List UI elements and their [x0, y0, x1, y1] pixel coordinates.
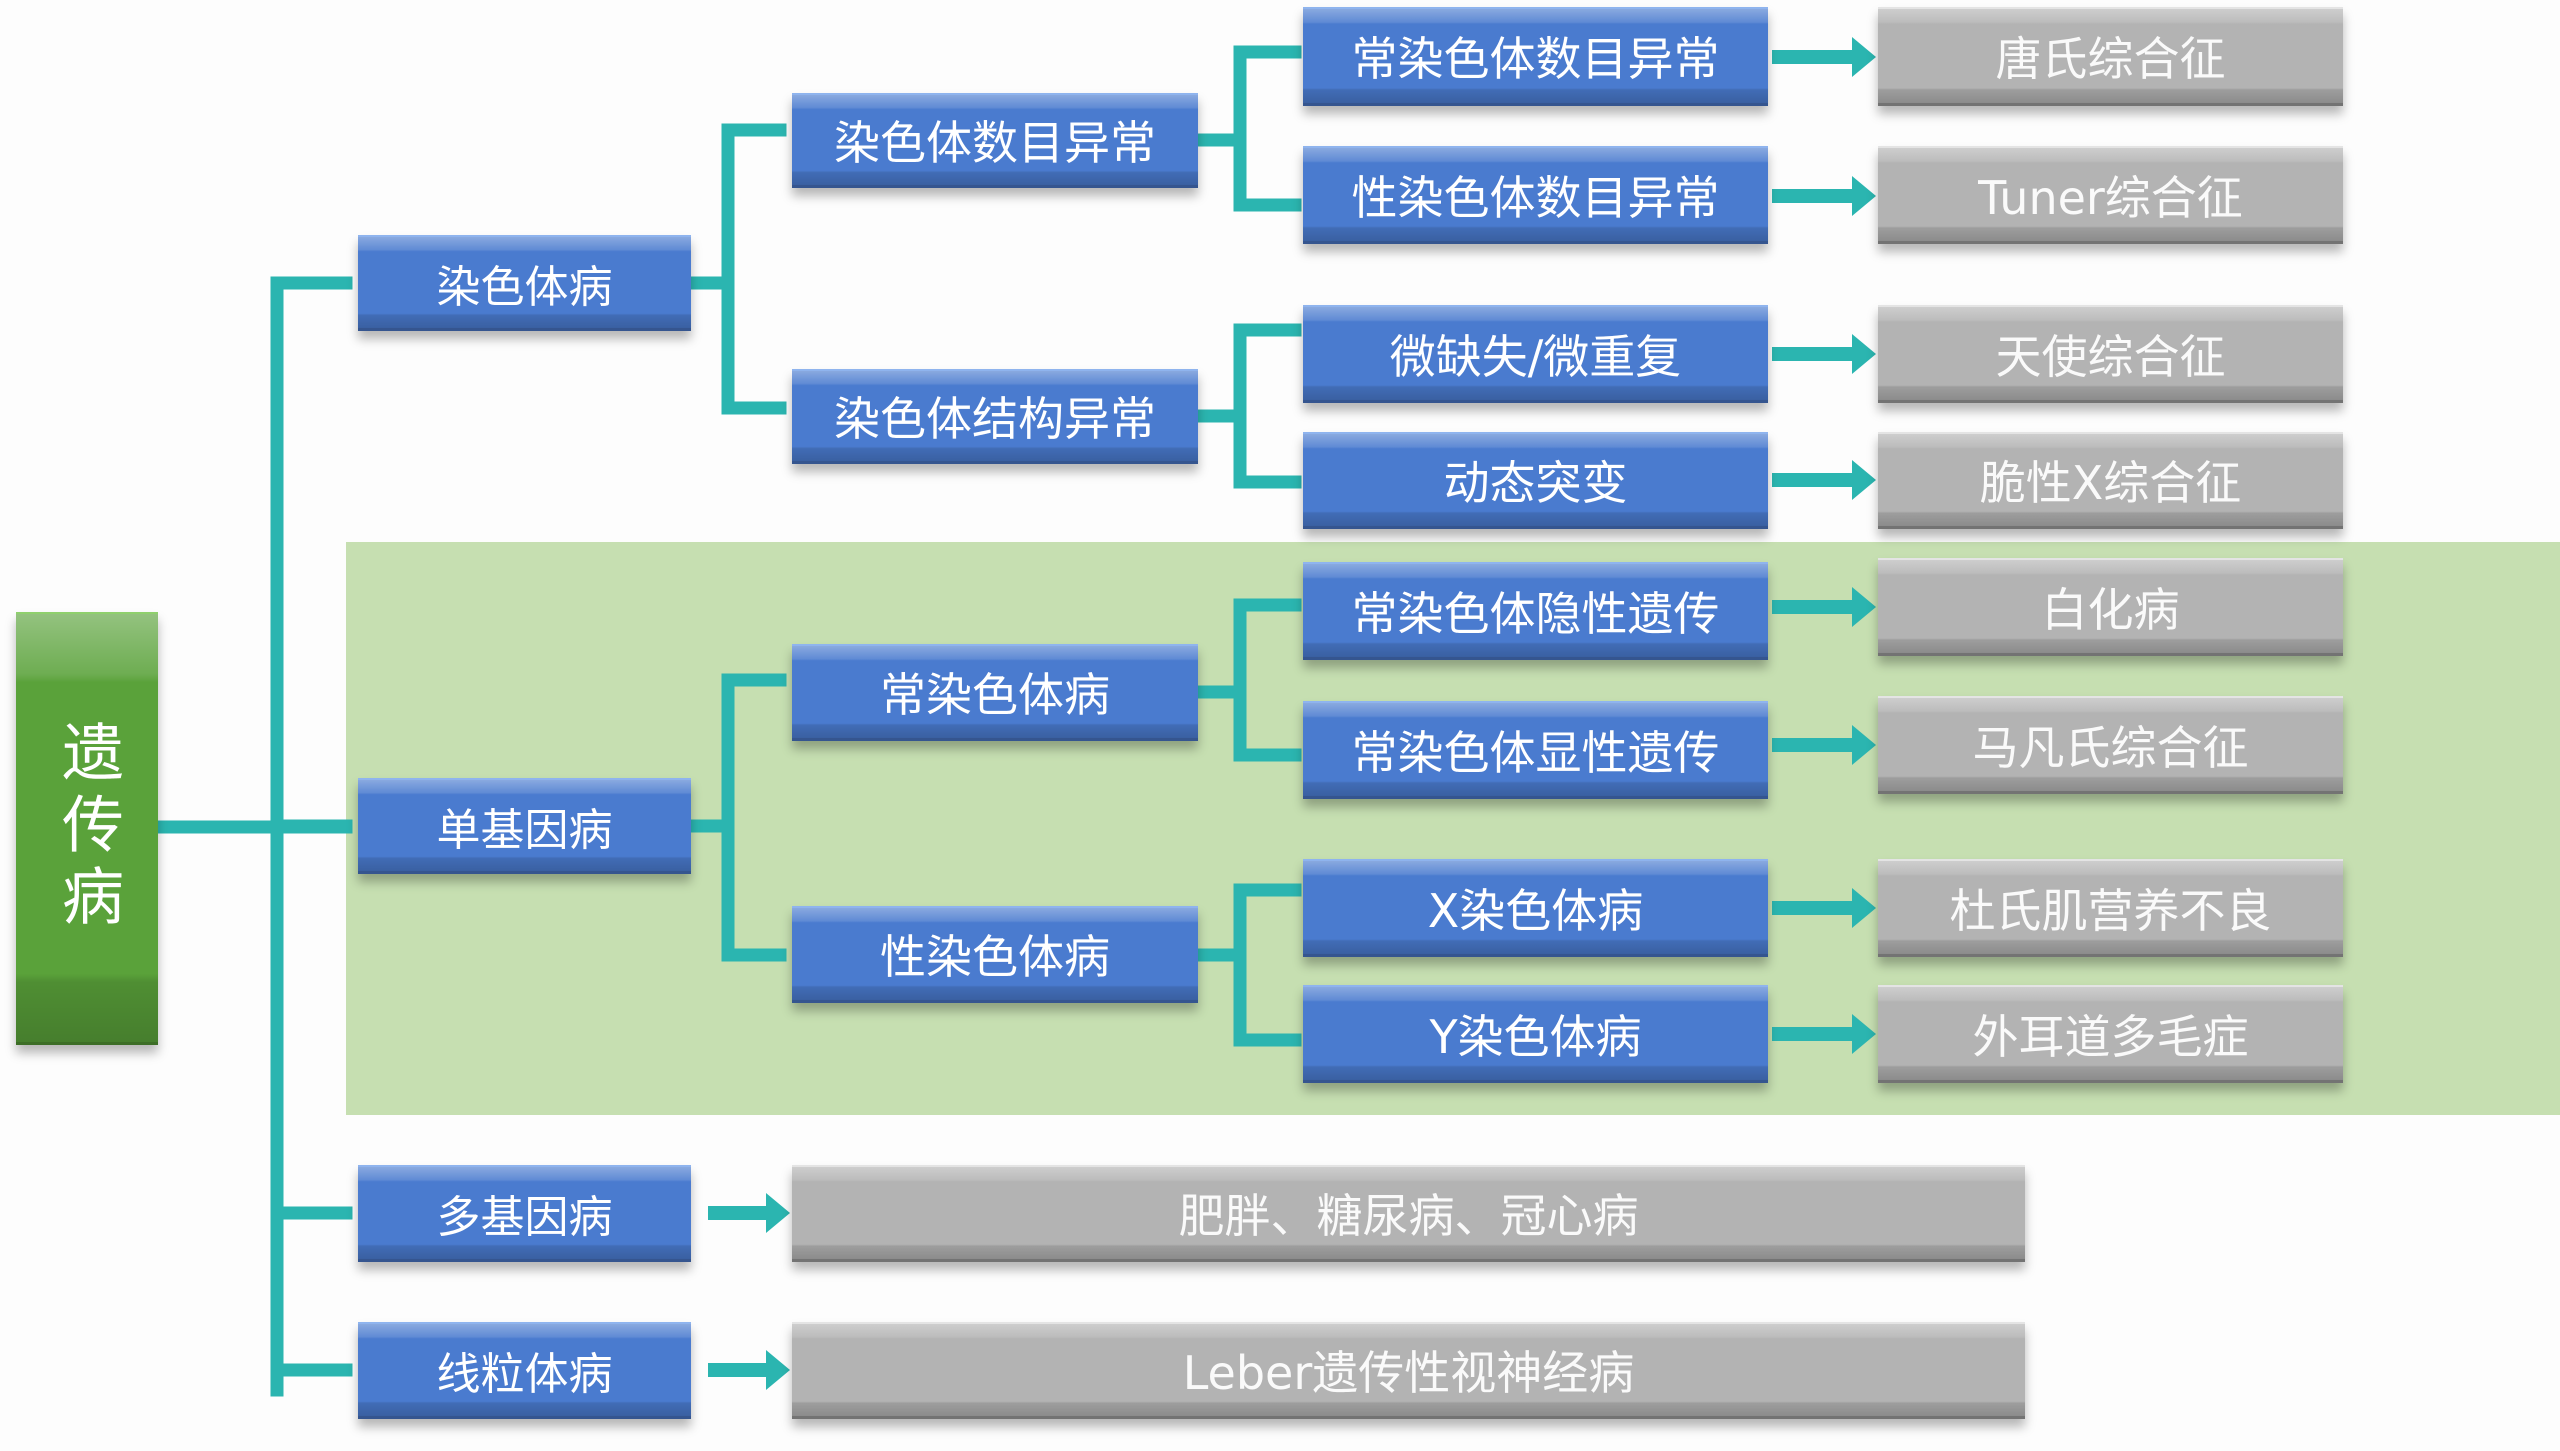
arrow-1 — [1772, 176, 1876, 216]
example-fragile-x: 脆性X综合征 — [1878, 432, 2343, 529]
example-leber: Leber遗传性视神经病 — [792, 1322, 2025, 1419]
example-duchenne: 杜氏肌营养不良 — [1878, 859, 2343, 957]
example-down-syndrome: 唐氏综合征 — [1878, 7, 2343, 106]
arrow-3 — [1772, 460, 1876, 500]
example-angelman-syndrome: 天使综合征 — [1878, 305, 2343, 403]
mechanism-label: 性染色体数目异常 — [1351, 170, 1720, 225]
example-hairy-ears: 外耳道多毛症 — [1878, 985, 2343, 1083]
arrow-0 — [1772, 37, 1876, 77]
mechanism-dynamic-mutation: 动态突变 — [1303, 432, 1768, 529]
category-polygenic: 多基因病 — [358, 1165, 691, 1262]
mechanism-label: X染色体病 — [1427, 883, 1644, 938]
mechanism-autosomal-dominant: 常染色体显性遗传 — [1303, 701, 1768, 799]
subtype-structural: 染色体结构异常 — [792, 369, 1198, 464]
mechanism-y-linked: Y染色体病 — [1303, 985, 1768, 1083]
arrow-5 — [1772, 725, 1876, 765]
subtype-numerical: 染色体数目异常 — [792, 93, 1198, 188]
category-monogenic: 单基因病 — [358, 778, 691, 874]
mechanism-microdeletion: 微缺失/微重复 — [1303, 305, 1768, 403]
mechanism-label: 微缺失/微重复 — [1389, 329, 1682, 384]
example-label: Tuner综合征 — [1978, 170, 2243, 225]
example-marfan-syndrome: 马凡氏综合征 — [1878, 696, 2343, 794]
subtype-label: 常染色体病 — [880, 668, 1110, 722]
category-label: 单基因病 — [436, 804, 613, 856]
example-label: 外耳道多毛症 — [1972, 1009, 2249, 1064]
example-label: 白化病 — [2041, 582, 2180, 637]
mechanism-label: 动态突变 — [1443, 456, 1628, 510]
example-polygenic-diseases: 肥胖、糖尿病、冠心病 — [792, 1165, 2025, 1262]
arrow-7 — [1772, 1014, 1876, 1054]
arrow-4 — [1772, 587, 1876, 627]
example-label: Leber遗传性视神经病 — [1182, 1346, 1635, 1400]
arrow-polygenic — [708, 1193, 790, 1233]
category-chromosomal: 染色体病 — [358, 235, 691, 331]
example-turner-syndrome: Tuner综合征 — [1878, 146, 2343, 244]
arrow-2 — [1772, 334, 1876, 374]
root-node: 遗传病 — [16, 612, 158, 1045]
example-albinism: 白化病 — [1878, 558, 2343, 656]
subtype-sex-chromosomal: 性染色体病 — [792, 906, 1198, 1003]
example-label: 脆性X综合征 — [1979, 456, 2242, 510]
example-label: 马凡氏综合征 — [1972, 720, 2249, 775]
mechanism-autosomal-recessive: 常染色体隐性遗传 — [1303, 562, 1768, 660]
mechanism-label: 常染色体隐性遗传 — [1351, 586, 1720, 641]
mechanism-x-linked: X染色体病 — [1303, 859, 1768, 957]
mechanism-label: 常染色体数目异常 — [1351, 32, 1720, 86]
category-label: 多基因病 — [436, 1192, 613, 1243]
category-mitochondrial: 线粒体病 — [358, 1322, 691, 1419]
root-label: 遗传病 — [51, 720, 124, 936]
example-label: 唐氏综合征 — [1995, 32, 2226, 86]
example-label: 肥胖、糖尿病、冠心病 — [1178, 1189, 1639, 1243]
mechanism-sex-chromosome-number: 性染色体数目异常 — [1303, 146, 1768, 244]
category-label: 线粒体病 — [436, 1349, 613, 1400]
example-label: 天使综合征 — [1995, 329, 2226, 384]
example-label: 杜氏肌营养不良 — [1949, 883, 2272, 938]
category-label: 染色体病 — [436, 261, 613, 313]
arrow-mitochondrial — [708, 1350, 790, 1390]
mechanism-label: 常染色体显性遗传 — [1351, 725, 1720, 780]
subtype-label: 性染色体病 — [880, 930, 1110, 984]
mechanism-autosome-number: 常染色体数目异常 — [1303, 7, 1768, 106]
subtype-label: 染色体数目异常 — [834, 116, 1156, 170]
arrow-6 — [1772, 888, 1876, 928]
subtype-autosomal: 常染色体病 — [792, 644, 1198, 741]
subtype-label: 染色体结构异常 — [834, 392, 1156, 446]
mechanism-label: Y染色体病 — [1429, 1009, 1642, 1064]
